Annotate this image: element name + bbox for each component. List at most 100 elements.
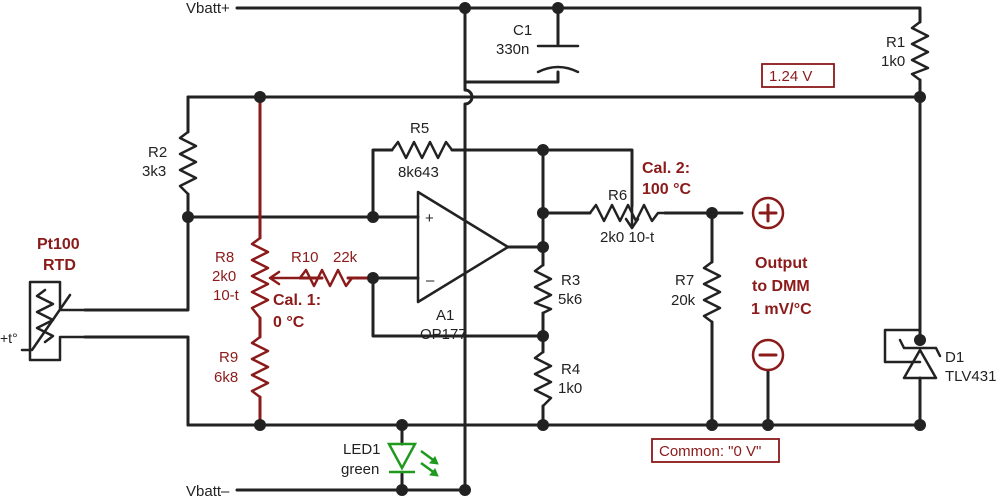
reference-voltage-label: 1.24 V: [769, 68, 812, 85]
rtd-thermal-line: [20, 293, 72, 352]
junction-dot: [914, 334, 926, 346]
cal2-value: 100 °C: [642, 181, 692, 198]
c1-ref: C1: [513, 22, 532, 39]
r8-value: 2k0: [212, 268, 236, 285]
resistor-zigzag: [390, 140, 454, 160]
r5-value: 8k643: [398, 164, 439, 181]
led-ref: LED1: [343, 441, 381, 458]
rtd-name: Pt100: [37, 236, 80, 253]
resistor-r1: R1 1k0: [881, 20, 930, 82]
common-label-box: Common: "0 V": [651, 438, 780, 463]
junction-dot: [706, 419, 718, 431]
wiper-arrowhead: [268, 270, 281, 286]
output-label-line3: 1 mV/°C: [751, 301, 812, 318]
junction-dot: [459, 2, 471, 14]
rtd-sensor: +t° Pt100 RTD: [0, 236, 87, 362]
junction-dot: [706, 207, 718, 219]
r7-ref: R7: [675, 272, 694, 289]
common-label: Common: "0 V": [659, 443, 761, 460]
r10-ref: R10: [291, 249, 319, 266]
r2-value: 3k3: [142, 163, 166, 180]
resistor-r9: R9 6k8: [214, 335, 270, 399]
rtd-symbol: +t°: [0, 330, 18, 346]
trimmer-r8: R8 2k0 10-t: [212, 236, 302, 320]
resistor-r5: R5 8k643: [390, 120, 454, 181]
opamp-triangle: [416, 190, 510, 304]
rtd-type: RTD: [43, 257, 76, 274]
resistor-zigzag: [250, 236, 270, 320]
r6-ref: R6: [608, 187, 627, 204]
opamp-part: OP177: [420, 326, 467, 343]
r1-value: 1k0: [881, 53, 905, 70]
resistor-r4: R4 1k0: [533, 350, 582, 408]
r2-ref: R2: [148, 144, 167, 161]
junction-dot: [914, 91, 926, 103]
opamp-ref: A1: [436, 307, 454, 324]
r4-value: 1k0: [558, 380, 582, 397]
output-negative-terminal: [751, 338, 785, 372]
led-triangle: [386, 442, 418, 471]
r4-ref: R4: [561, 361, 580, 378]
wire-rtd-bottom: [83, 335, 190, 427]
led1: LED1 green: [341, 441, 439, 478]
resistor-zigzag: [588, 203, 667, 223]
cal1-title: Cal. 1:: [273, 292, 321, 309]
vbatt-neg-label: Vbatt–: [186, 483, 230, 500]
label-box-frame: [761, 63, 835, 88]
opamp-a1: + – A1 OP177: [416, 190, 510, 343]
led-light-arrowhead: [429, 468, 439, 477]
wiper-arrowhead: [624, 217, 640, 230]
junction-dot: [367, 272, 379, 284]
junction-dot: [254, 419, 266, 431]
resistor-zigzag: [702, 260, 722, 324]
resistor-r10: R10 22k: [291, 249, 358, 288]
resistor-zigzag: [298, 268, 354, 288]
wire-vbatt-neg-column: [235, 6, 474, 492]
r5-ref: R5: [410, 120, 429, 137]
resistor-r3: R3 5k6: [533, 263, 582, 315]
d1-cathode-bar: [898, 338, 942, 358]
vbatt-pos-label: Vbatt+: [186, 0, 230, 17]
junction-dot: [396, 419, 408, 431]
output-label-line1: Output: [755, 255, 808, 272]
r9-ref: R9: [219, 349, 238, 366]
junction-dot: [552, 2, 564, 14]
junction-dot: [762, 419, 774, 431]
junction-dot: [396, 484, 408, 496]
resistor-zigzag: [910, 20, 930, 82]
resistor-zigzag: [250, 335, 270, 399]
r9-value: 6k8: [214, 369, 238, 386]
d1-ref: D1: [945, 349, 964, 366]
wire-r5-loop: [371, 148, 634, 219]
wire-minus-feedback: [371, 276, 545, 338]
led-light-arrowhead: [429, 456, 439, 465]
wires: [83, 6, 922, 492]
output-label-line2: to DMM: [752, 278, 810, 295]
junction-dot: [914, 419, 926, 431]
opamp-minus-sign: –: [426, 272, 435, 289]
d1-triangle: [902, 348, 938, 380]
resistor-zigzag: [533, 263, 553, 315]
junction-dot: [537, 144, 549, 156]
junction-dot: [537, 419, 549, 431]
r8-turns: 10-t: [213, 287, 240, 304]
reference-d1: D1 TLV431: [883, 328, 996, 385]
output-positive-terminal: [751, 196, 785, 230]
resistor-zigzag: [178, 130, 198, 196]
trimmer-r6: R6 2k0 10-t: [588, 187, 667, 246]
label-box-frame: [651, 438, 780, 463]
r1-ref: R1: [886, 34, 905, 51]
junction-dot: [537, 241, 549, 253]
c1-value: 330n: [496, 41, 529, 58]
capacitor-c1: C1 330n: [496, 22, 580, 74]
r3-ref: R3: [561, 272, 580, 289]
junction-dot: [182, 211, 194, 223]
capacitor-plate-bottom: [536, 65, 580, 74]
r6-value: 2k0 10-t: [600, 229, 655, 246]
junction-dot: [254, 91, 266, 103]
cal2-title: Cal. 2:: [642, 160, 690, 177]
resistor-r2: R2 3k3: [142, 130, 198, 196]
junction-dot: [537, 330, 549, 342]
wire-vbatt-pos-rail: [235, 6, 922, 24]
